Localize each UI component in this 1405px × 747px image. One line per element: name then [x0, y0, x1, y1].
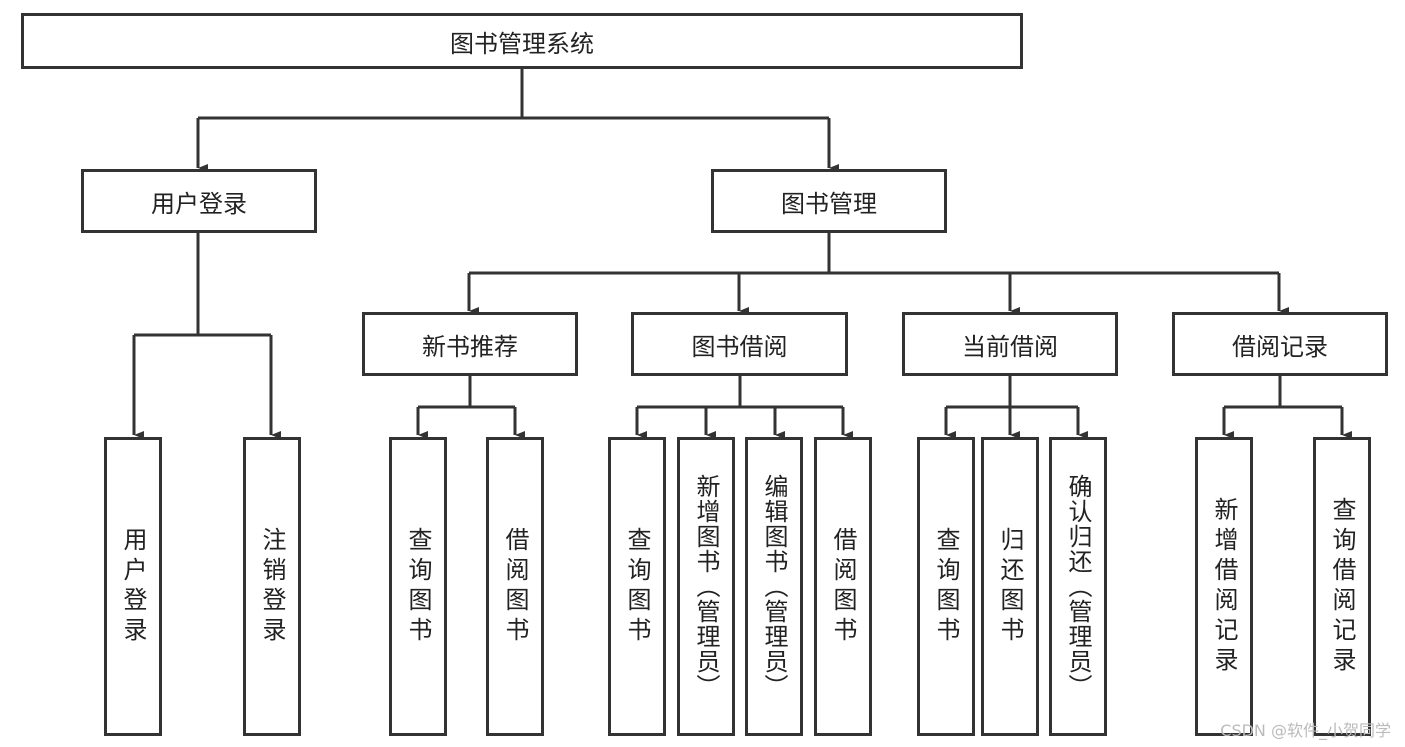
leaf-node: 编辑图书（管理员）	[745, 437, 803, 736]
leaf-node: 新增图书（管理员）	[677, 437, 735, 736]
leaf-label: 新增借阅记录	[1210, 496, 1238, 677]
node-borrow-records: 借阅记录	[1172, 312, 1388, 376]
leaf-node: 查询图书	[608, 437, 666, 736]
node-label: 图书借阅	[691, 332, 788, 361]
leaf-node: 查询借阅记录	[1313, 437, 1371, 736]
leaf-label: 确认归还（管理员）	[1064, 474, 1092, 699]
leaf-node: 查询图书	[917, 437, 975, 736]
leaf-label: 归还图书	[996, 526, 1024, 647]
leaf-label: 用户登录	[119, 526, 147, 647]
leaf-label: 新增图书（管理员）	[692, 474, 720, 699]
leaf-user-login: 用户登录	[104, 437, 162, 736]
leaf-node: 借阅图书	[814, 437, 872, 736]
leaf-label: 查询图书	[932, 526, 960, 647]
leaf-label: 查询图书	[623, 526, 651, 647]
node-label: 借阅记录	[1232, 332, 1328, 361]
watermark: CSDN @软件_小贺同学	[1220, 721, 1391, 740]
leaf-label: 注销登录	[258, 526, 286, 647]
leaf-node: 归还图书	[981, 437, 1039, 736]
node-book-borrow: 图书借阅	[631, 312, 848, 376]
leaf-node: 查询图书	[389, 437, 447, 736]
node-current-borrow: 当前借阅	[902, 312, 1118, 376]
leaf-node: 新增借阅记录	[1195, 437, 1253, 736]
leaf-node: 确认归还（管理员）	[1049, 437, 1107, 736]
node-label: 当前借阅	[962, 332, 1058, 361]
leaf-label: 借阅图书	[501, 526, 529, 647]
node-new-books: 新书推荐	[362, 312, 578, 376]
leaf-node: 借阅图书	[486, 437, 544, 736]
node-user-login: 用户登录	[81, 169, 317, 233]
node-label: 用户登录	[151, 189, 247, 218]
leaf-logout: 注销登录	[243, 437, 301, 736]
root-label: 图书管理系统	[450, 29, 594, 58]
leaf-label: 查询借阅记录	[1328, 496, 1356, 677]
node-book-management: 图书管理	[711, 169, 947, 233]
leaf-label: 查询图书	[404, 526, 432, 647]
node-label: 新书推荐	[422, 332, 518, 361]
node-label: 图书管理	[781, 189, 877, 218]
root-node: 图书管理系统	[21, 13, 1023, 69]
leaf-label: 借阅图书	[829, 526, 857, 647]
leaf-label: 编辑图书（管理员）	[760, 474, 788, 699]
